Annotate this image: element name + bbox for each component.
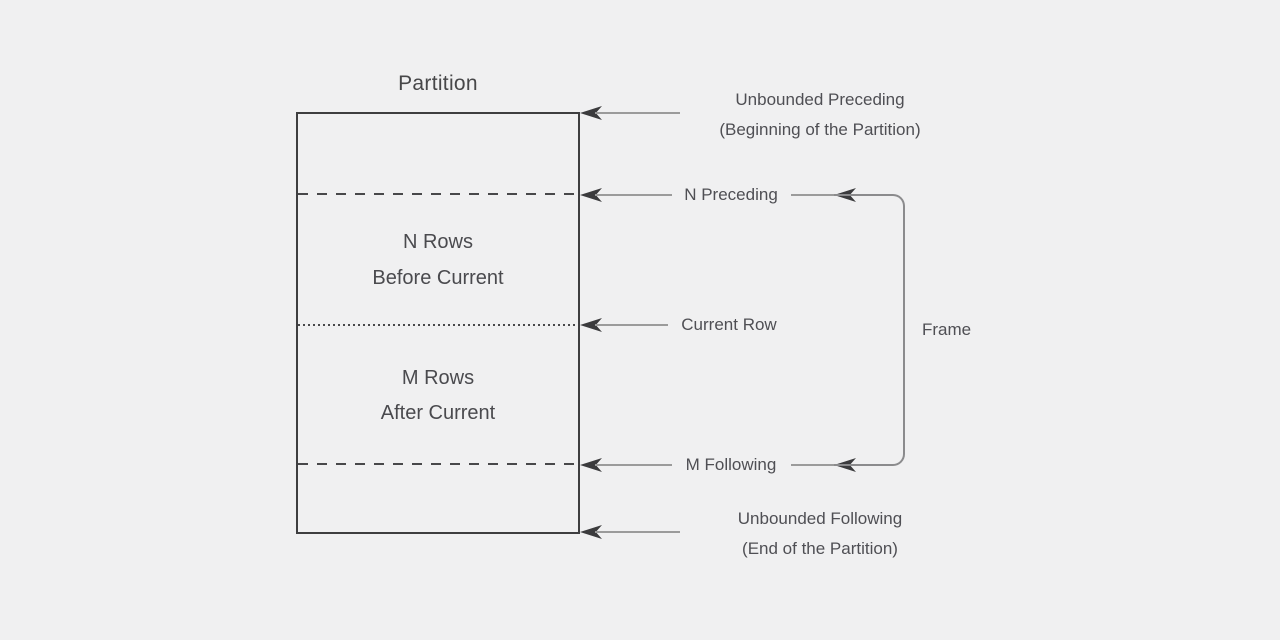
unbounded-following-label: Unbounded Following (End of the Partitio… (668, 504, 972, 564)
connector-line (595, 194, 672, 196)
frame-label: Frame (922, 320, 972, 339)
n-rows-line2: Before Current (372, 267, 504, 289)
m-following-label: M Following (685, 455, 777, 474)
n-rows-line1: N Rows (402, 231, 473, 253)
connector-line (791, 464, 835, 466)
n-rows-before-current-label: N Rows Before Current (297, 224, 579, 296)
unbounded-preceding-label: Unbounded Preceding (Beginning of the Pa… (668, 85, 972, 145)
m-rows-line2: After Current (380, 402, 496, 424)
connector-line (595, 324, 668, 326)
partition-box (296, 112, 580, 534)
partition-title: Partition (398, 72, 478, 95)
unbounded-preceding-line2: (Beginning of the Partition) (719, 120, 921, 139)
connector-line (791, 194, 835, 196)
n-preceding-label: N Preceding (684, 185, 778, 204)
unbounded-preceding-line1: Unbounded Preceding (735, 90, 905, 109)
connector-line (595, 531, 680, 533)
m-following-boundary-line (298, 463, 578, 465)
unbounded-following-line2: (End of the Partition) (742, 539, 898, 558)
frame-bracket (835, 194, 905, 466)
m-rows-line1: M Rows (401, 367, 475, 389)
unbounded-following-line1: Unbounded Following (737, 509, 903, 528)
n-preceding-boundary-line (298, 193, 578, 195)
m-rows-after-current-label: M Rows After Current (297, 361, 579, 431)
current-row-label: Current Row (681, 315, 777, 334)
connector-line (595, 112, 680, 114)
current-row-boundary-line (298, 324, 578, 326)
connector-line (595, 464, 672, 466)
